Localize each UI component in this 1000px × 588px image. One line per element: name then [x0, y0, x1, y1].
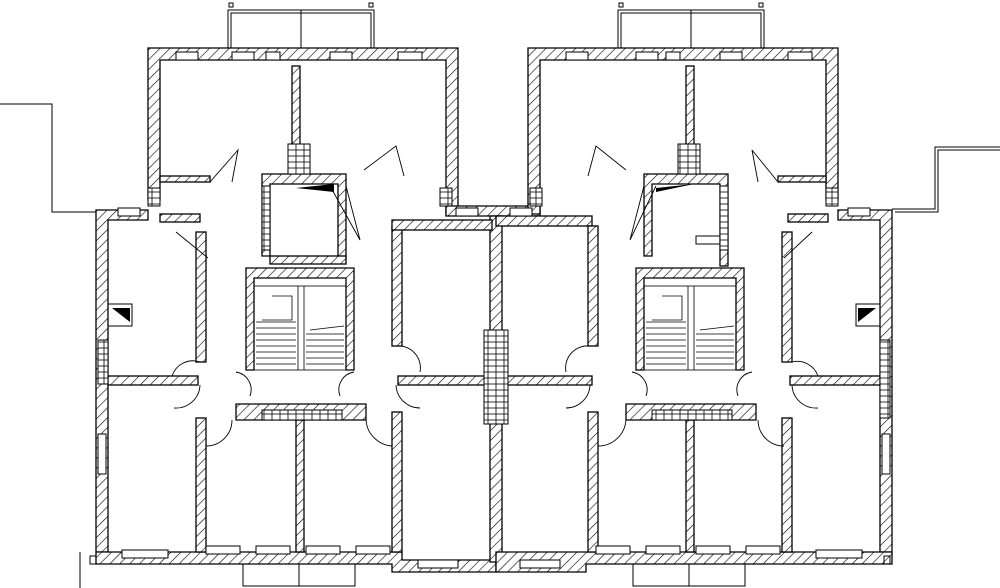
windows: [97, 51, 891, 569]
right-stair: [643, 285, 737, 371]
door-swings: [171, 145, 819, 447]
top-balconies: [227, 2, 765, 49]
fixtures: [89, 184, 891, 565]
masonry-infill: [97, 143, 891, 425]
left-stair: [253, 285, 347, 371]
left-unit-walls: [95, 47, 541, 573]
site-lines: [0, 103, 1000, 588]
